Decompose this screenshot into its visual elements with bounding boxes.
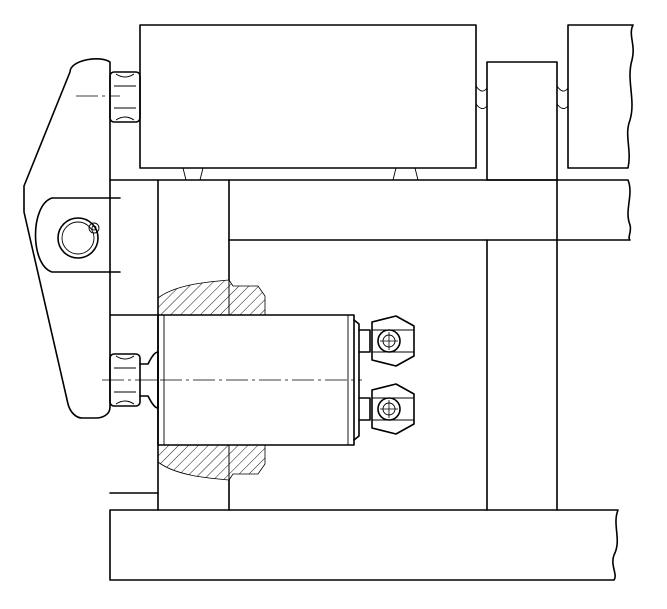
base-plate: [109, 509, 619, 581]
bushing-lower: [157, 444, 266, 482]
fitting-upper: [358, 315, 415, 367]
top-block: [139, 24, 477, 181]
upper-hex-nut: [109, 71, 141, 123]
swing-arm: [23, 58, 121, 419]
bushing-upper: [157, 278, 266, 316]
lower-hex-nut: [109, 353, 141, 407]
top-right-block-broken: [567, 24, 634, 169]
horizontal-beam: [109, 179, 632, 241]
cylinder-body: [157, 314, 362, 446]
fitting-lower: [358, 383, 415, 435]
cylinder-rod: [102, 351, 159, 409]
right-lower-column: [486, 179, 558, 511]
right-upper-column: [475, 61, 569, 181]
